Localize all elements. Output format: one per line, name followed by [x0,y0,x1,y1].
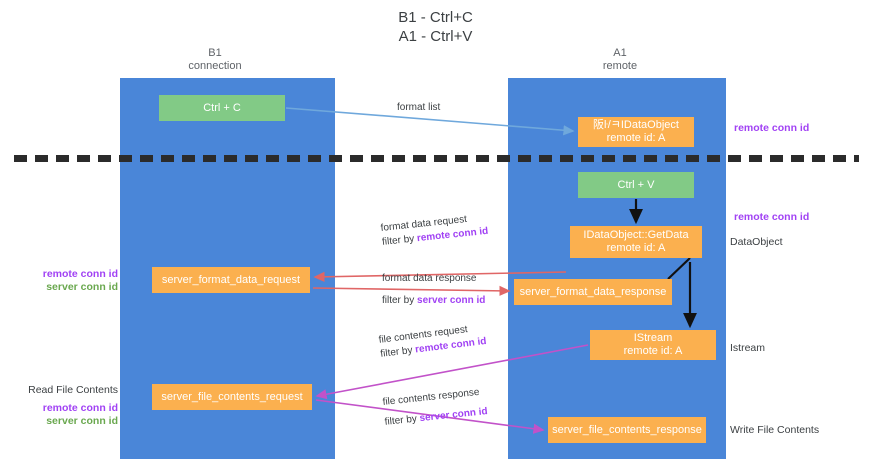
edge-label-format-list-text: format list [397,102,441,113]
edge-label-file-contents-request-prefix: filter by [379,344,416,360]
node-idataobject-line1: 阪ŀ/ㅋIDataObject [593,119,679,131]
node-ctrl-c-label: Ctrl + C [203,101,241,114]
label-left-remote-conn-id-2: remote conn id [42,402,118,414]
label-left-conn-ids-top: remote conn id server conn id [22,268,118,294]
column-header-b1: B1 connection [155,47,275,73]
node-getdata-line2: remote id: A [606,242,666,254]
phase-divider [14,155,859,162]
label-left-read-file-contents: Read File Contents [28,384,118,396]
label-right-istream: Istream [730,342,766,354]
node-server-format-data-request[interactable]: server_format_data_request [152,267,310,293]
edge-label-format-data-response-prefix: filter by [382,295,418,306]
node-server-file-contents-request[interactable]: server_file_contents_request [152,384,312,410]
page-title-line1: B1 - Ctrl+C [398,9,473,26]
edge-label-format-data-request-prefix: filter by [381,233,418,248]
label-left-remote-conn-id-1: remote conn id [42,268,118,280]
edge-label-file-contents-response-prefix: filter by [384,413,421,428]
node-ctrl-v[interactable]: Ctrl + V [578,172,694,198]
node-server-file-contents-request-label: server_file_contents_request [161,390,303,403]
edge-label-format-data-response-line2: filter by server conn id [382,294,485,308]
edge-label-format-data-request: format data request filter by remote con… [380,211,489,250]
edge-label-format-data-response-line1: format data response [382,273,477,284]
label-left-server-conn-id-2: server conn id [46,415,118,427]
label-left-server-conn-id-1: server conn id [46,281,118,293]
page-title: B1 - Ctrl+C A1 - Ctrl+V [0,8,871,46]
label-right-remote-conn-id-top: remote conn id [734,122,810,134]
node-getdata-line1: IDataObject::GetData [583,229,689,241]
node-idataobject-line2: remote id: A [606,132,666,144]
node-istream-line1: IStream [633,332,673,344]
node-istream[interactable]: IStream remote id: A [590,330,716,360]
column-header-a1: A1 remote [560,47,680,73]
edge-label-format-data-response: format data response filter by server co… [382,272,485,308]
node-idataobject-getdata[interactable]: IDataObject::GetData remote id: A [570,226,702,258]
label-left-conn-ids-bottom: remote conn id server conn id [22,402,118,428]
column-header-a1-role: remote [602,60,638,72]
edge-label-format-list: format list [397,101,440,115]
label-right-dataobject: DataObject [730,236,783,248]
edge-label-file-contents-response-line2: filter by server conn id [384,405,488,430]
node-ctrl-c[interactable]: Ctrl + C [159,95,285,121]
node-idataobject[interactable]: 阪ŀ/ㅋIDataObject remote id: A [578,117,694,147]
node-server-format-data-response[interactable]: server_format_data_response [514,279,672,305]
node-server-format-data-request-label: server_format_data_request [161,273,301,286]
node-ctrl-v-label: Ctrl + V [617,178,655,191]
label-right-remote-conn-id-mid: remote conn id [734,211,810,223]
edge-label-file-contents-request: file contents request filter by remote c… [378,321,487,362]
edge-label-file-contents-response-token: server conn id [419,406,489,425]
edge-label-file-contents-response: file contents response filter by server … [382,385,488,430]
node-server-file-contents-response[interactable]: server_file_contents_response [548,417,706,443]
column-header-b1-role: connection [188,60,242,72]
edge-label-format-data-response-token: server conn id [417,295,486,306]
node-istream-line2: remote id: A [623,345,683,357]
column-header-b1-name: B1 [208,47,222,59]
node-server-file-contents-response-label: server_file_contents_response [552,423,702,436]
node-server-format-data-response-label: server_format_data_response [519,285,667,298]
page-title-line2: A1 - Ctrl+V [398,28,473,45]
column-header-a1-name: A1 [613,47,627,59]
label-right-write-file-contents: Write File Contents [730,424,820,436]
